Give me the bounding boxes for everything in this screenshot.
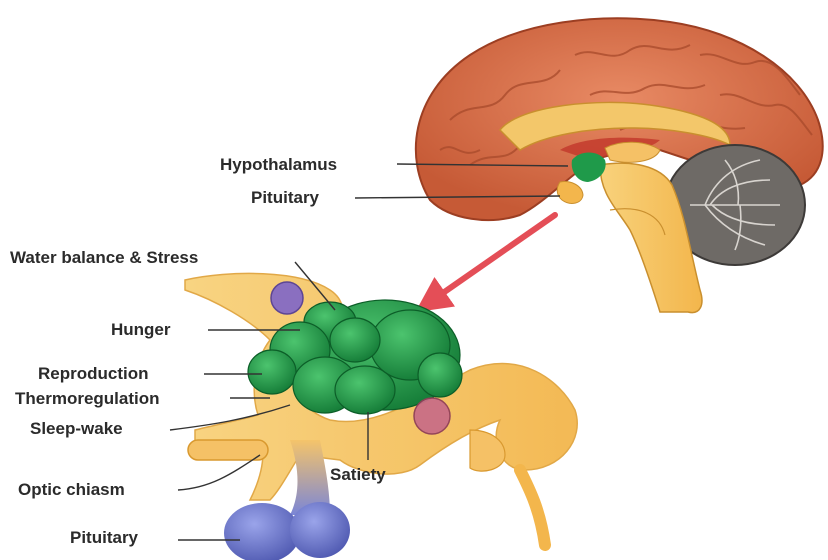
label-hypothalamus: Hypothalamus — [220, 155, 337, 175]
label-thermoregulation: Thermoregulation — [15, 389, 160, 409]
label-water-balance-stress: Water balance & Stress — [10, 248, 198, 268]
zoom-arrow — [430, 215, 555, 302]
nerve-strand — [520, 470, 545, 545]
label-pituitary-top: Pituitary — [251, 188, 319, 208]
enlarged-hypothalamus — [185, 273, 577, 560]
label-hunger: Hunger — [111, 320, 171, 340]
mammillary-body — [414, 398, 450, 434]
label-pituitary-bottom: Pituitary — [70, 528, 138, 548]
pituitary-small — [557, 182, 583, 204]
pituitary-anterior-lobe — [224, 503, 300, 560]
label-sleep-wake: Sleep-wake — [30, 419, 123, 439]
label-satiety: Satiety — [330, 465, 386, 485]
label-reproduction: Reproduction — [38, 364, 149, 384]
pituitary-posterior-lobe — [290, 502, 350, 558]
purple-nucleus — [271, 282, 303, 314]
thalamus — [605, 142, 660, 162]
label-optic-chiasm: Optic chiasm — [18, 480, 125, 500]
